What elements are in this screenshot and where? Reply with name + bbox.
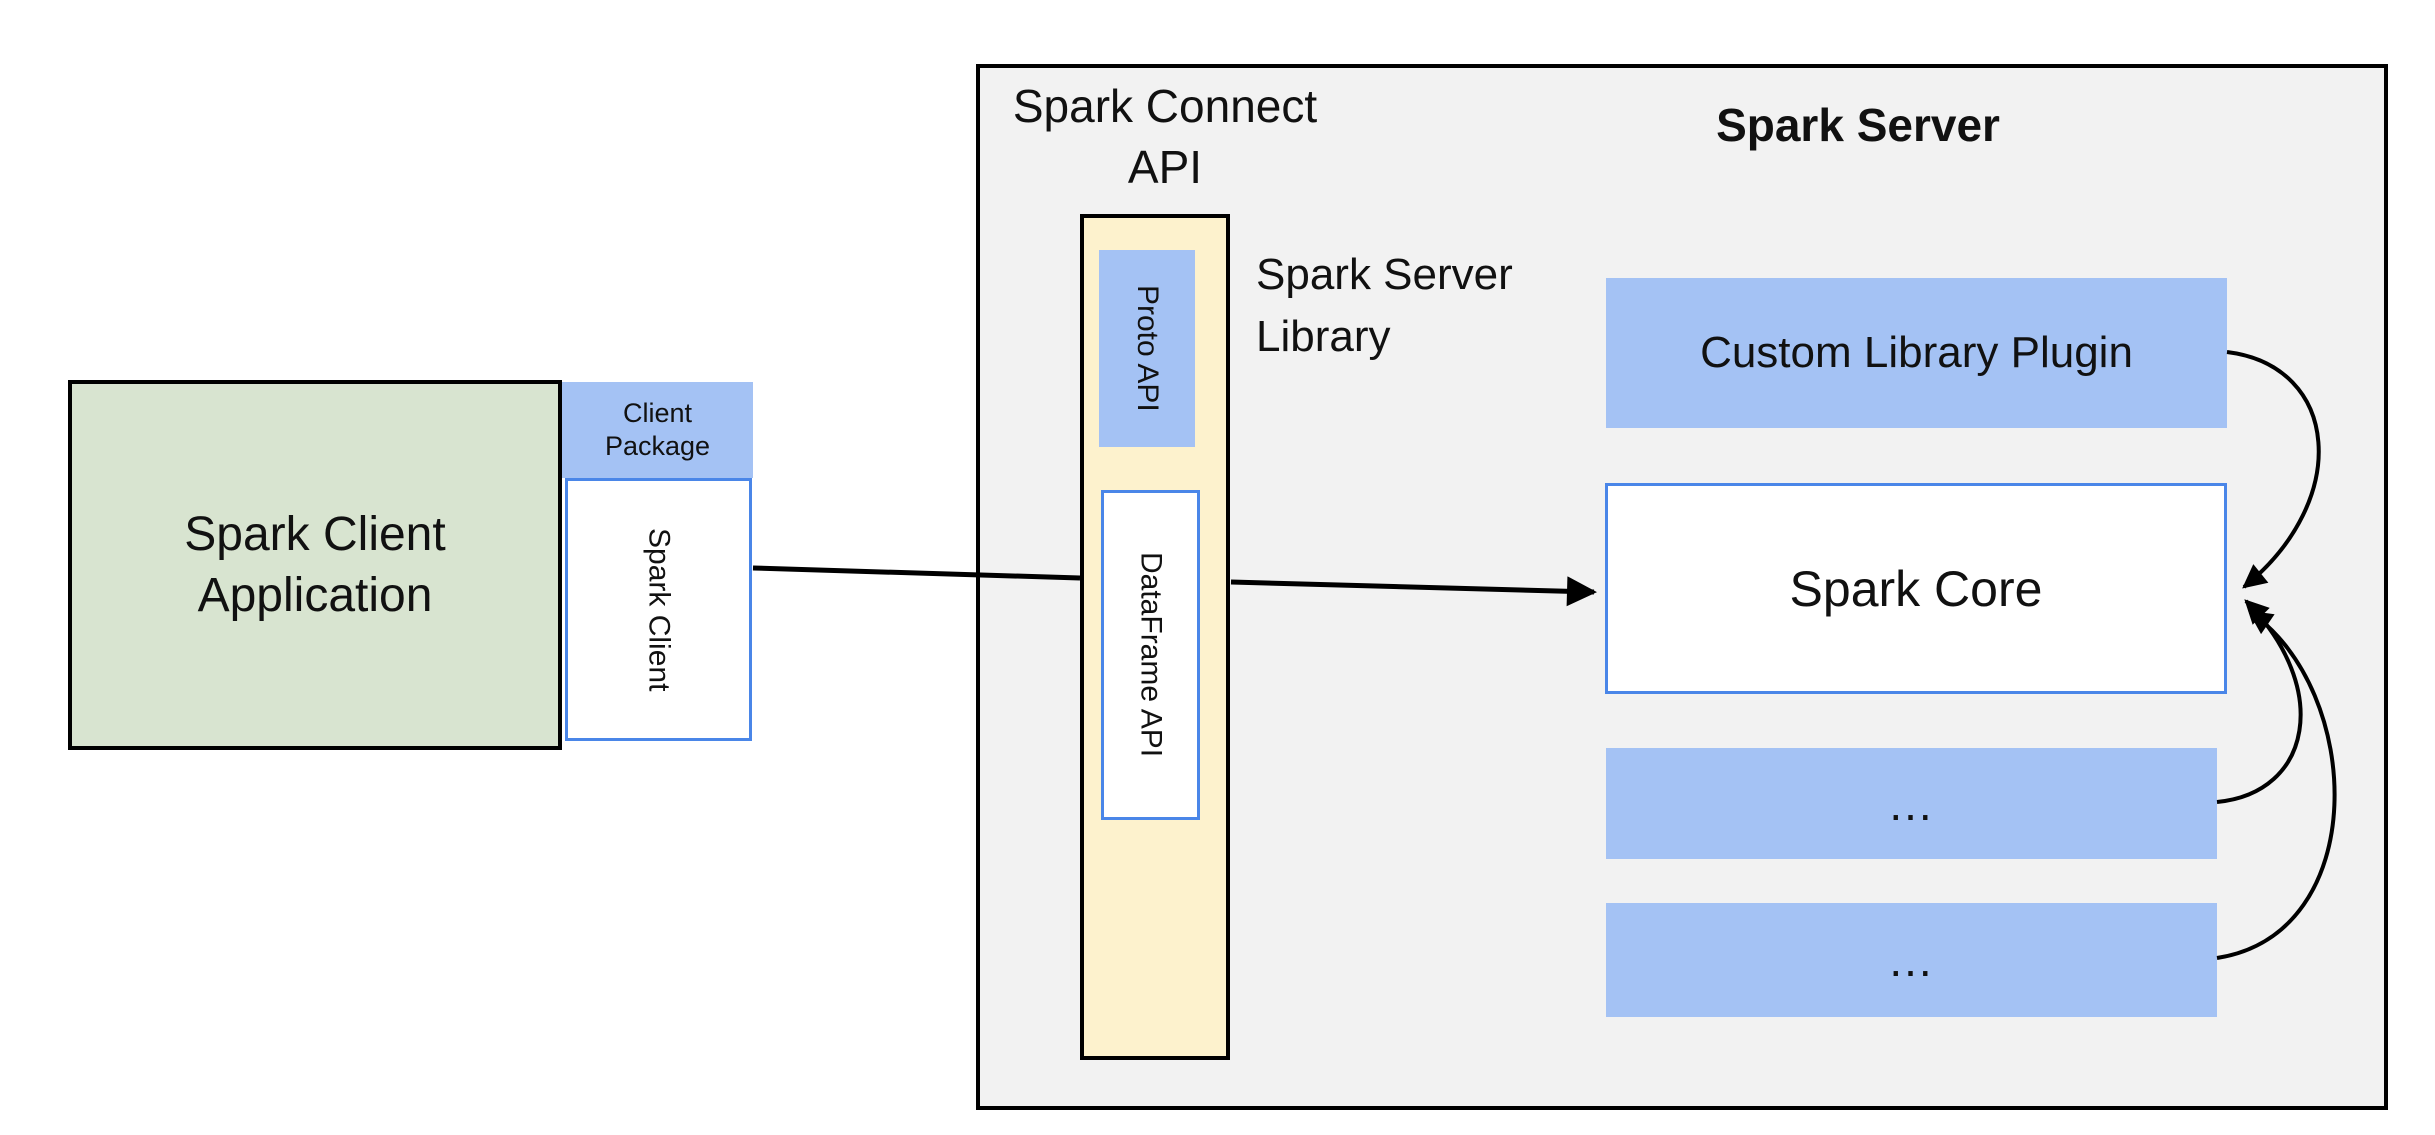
- spark-server-library-label: Spark Server Library: [1256, 250, 1513, 361]
- module-box-2: ...: [1606, 903, 2217, 1017]
- spark-server-title: Spark Server: [1716, 99, 2000, 151]
- spark-core-label: Spark Core: [1789, 560, 2043, 617]
- spark-client-label: Spark Client: [642, 527, 676, 692]
- dataframe-api-box: DataFrame API: [1101, 490, 1200, 820]
- module-box-2-label: ...: [1889, 934, 1934, 986]
- module-box-1-label: ...: [1889, 777, 1934, 830]
- dataframe-api-label: DataFrame API: [1134, 552, 1168, 758]
- spark-connect-api-label: Spark Connect API: [980, 76, 1350, 197]
- proto-api-box: Proto API: [1099, 250, 1195, 447]
- module-box-1: ...: [1606, 748, 2217, 859]
- spark-core-box: Spark Core: [1605, 483, 2227, 694]
- proto-api-label: Proto API: [1131, 285, 1164, 412]
- custom-library-plugin-box: Custom Library Plugin: [1606, 278, 2227, 428]
- spark-connect-api-line1: Spark Connect: [1012, 80, 1318, 132]
- spark-client-application-label: Spark Client Application: [184, 507, 446, 622]
- spark-client-box: Spark Client: [565, 478, 752, 741]
- client-package-label: Client Package: [604, 398, 711, 461]
- spark-connect-api-line2: API: [1127, 140, 1203, 193]
- client-package-box: Client Package: [562, 382, 753, 478]
- spark-client-application-box: Spark Client Application: [68, 380, 562, 750]
- custom-library-plugin-label: Custom Library Plugin: [1700, 328, 2133, 377]
